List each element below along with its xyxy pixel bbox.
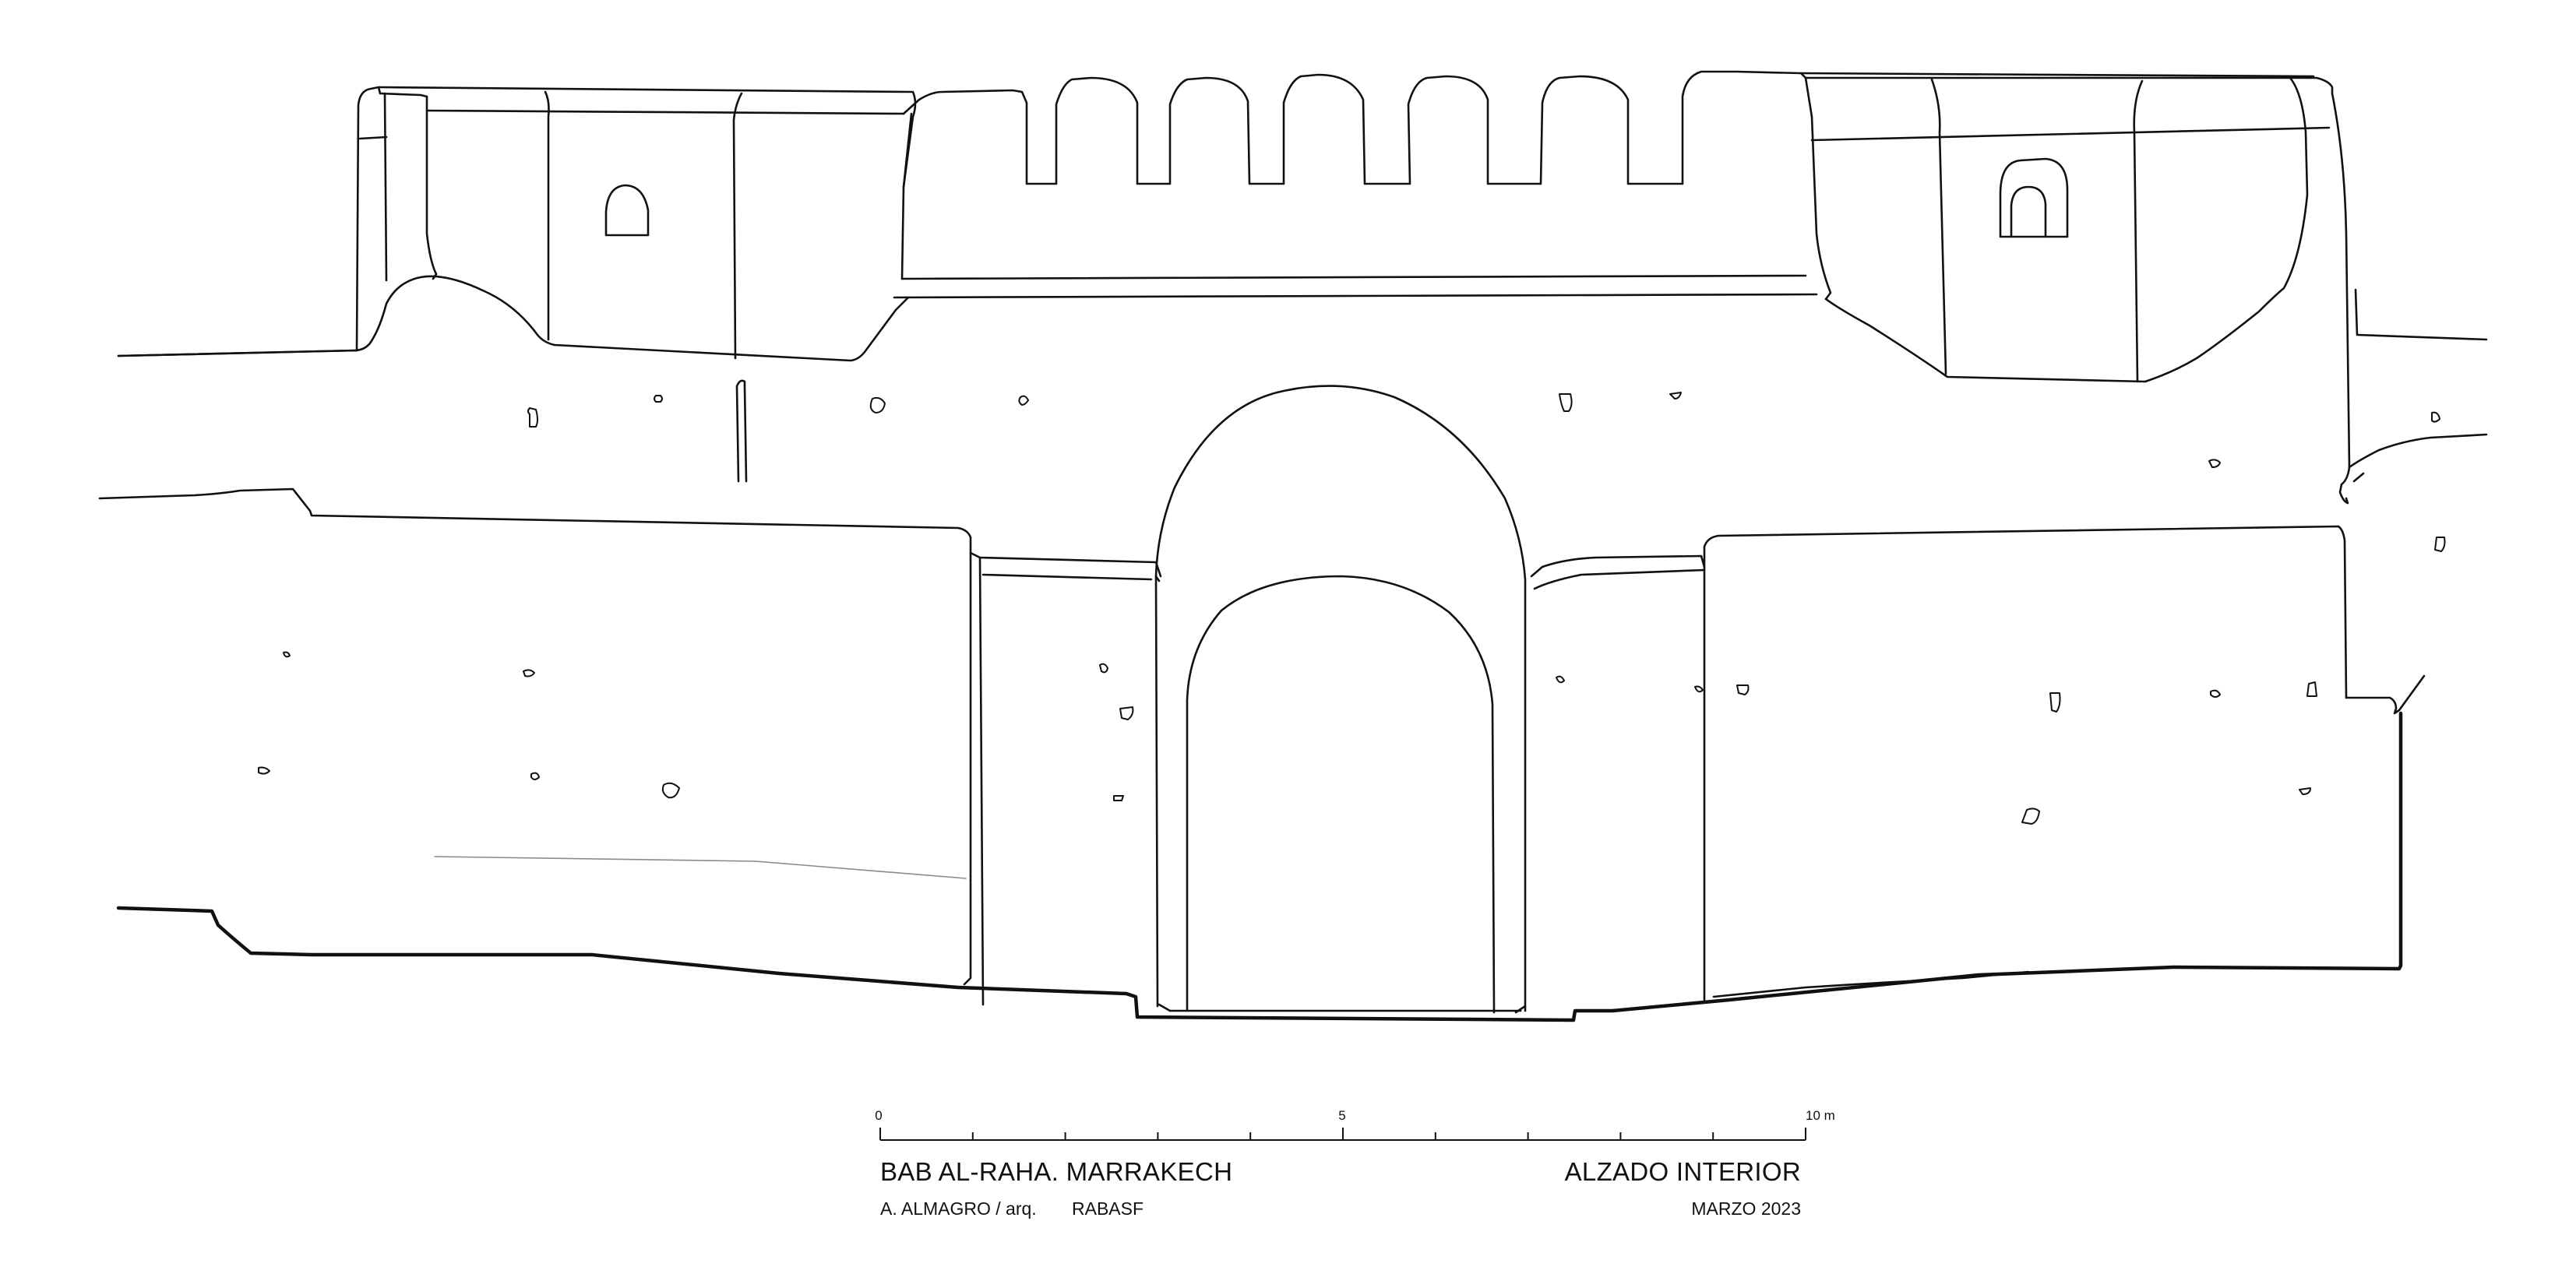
drawing-view: ALZADO INTERIOR	[1565, 1157, 1801, 1186]
title-block: BAB AL-RAHA. MARRAKECH ALZADO INTERIOR A…	[880, 1157, 1801, 1219]
right-tower	[1799, 72, 2488, 505]
entrance-arch-outer	[1154, 385, 1527, 1012]
scale-tick-label-5: 5	[1338, 1108, 1345, 1123]
drawing-date: MARZO 2023	[1691, 1198, 1801, 1219]
scale-bar-ticks	[879, 1128, 1806, 1141]
drawing-title: BAB AL-RAHA. MARRAKECH	[880, 1157, 1232, 1186]
right-tower-window	[1999, 157, 2069, 238]
putlog-holes	[258, 392, 2446, 825]
scale-tick-label-0: 0	[875, 1108, 882, 1123]
left-bastion	[98, 487, 1162, 1006]
left-tower-window	[604, 184, 650, 237]
guide-line	[434, 856, 967, 879]
right-bastion	[1530, 525, 2426, 1001]
crenellated-wall	[893, 70, 1832, 301]
gate-elevation	[98, 70, 2488, 1022]
scale-bar: 0 5 10 m	[875, 1108, 1835, 1141]
scale-tick-label-10m: 10 m	[1806, 1108, 1835, 1123]
drainpipe	[735, 379, 748, 483]
entrance-arch-inner	[1158, 575, 1527, 1014]
drawing-author: A. ALMAGRO / arq.	[880, 1198, 1037, 1219]
ground-section-line	[116, 711, 2403, 1022]
drawing-institution: RABASF	[1072, 1198, 1144, 1219]
left-tower	[117, 86, 917, 362]
lateral-walls	[117, 349, 358, 357]
